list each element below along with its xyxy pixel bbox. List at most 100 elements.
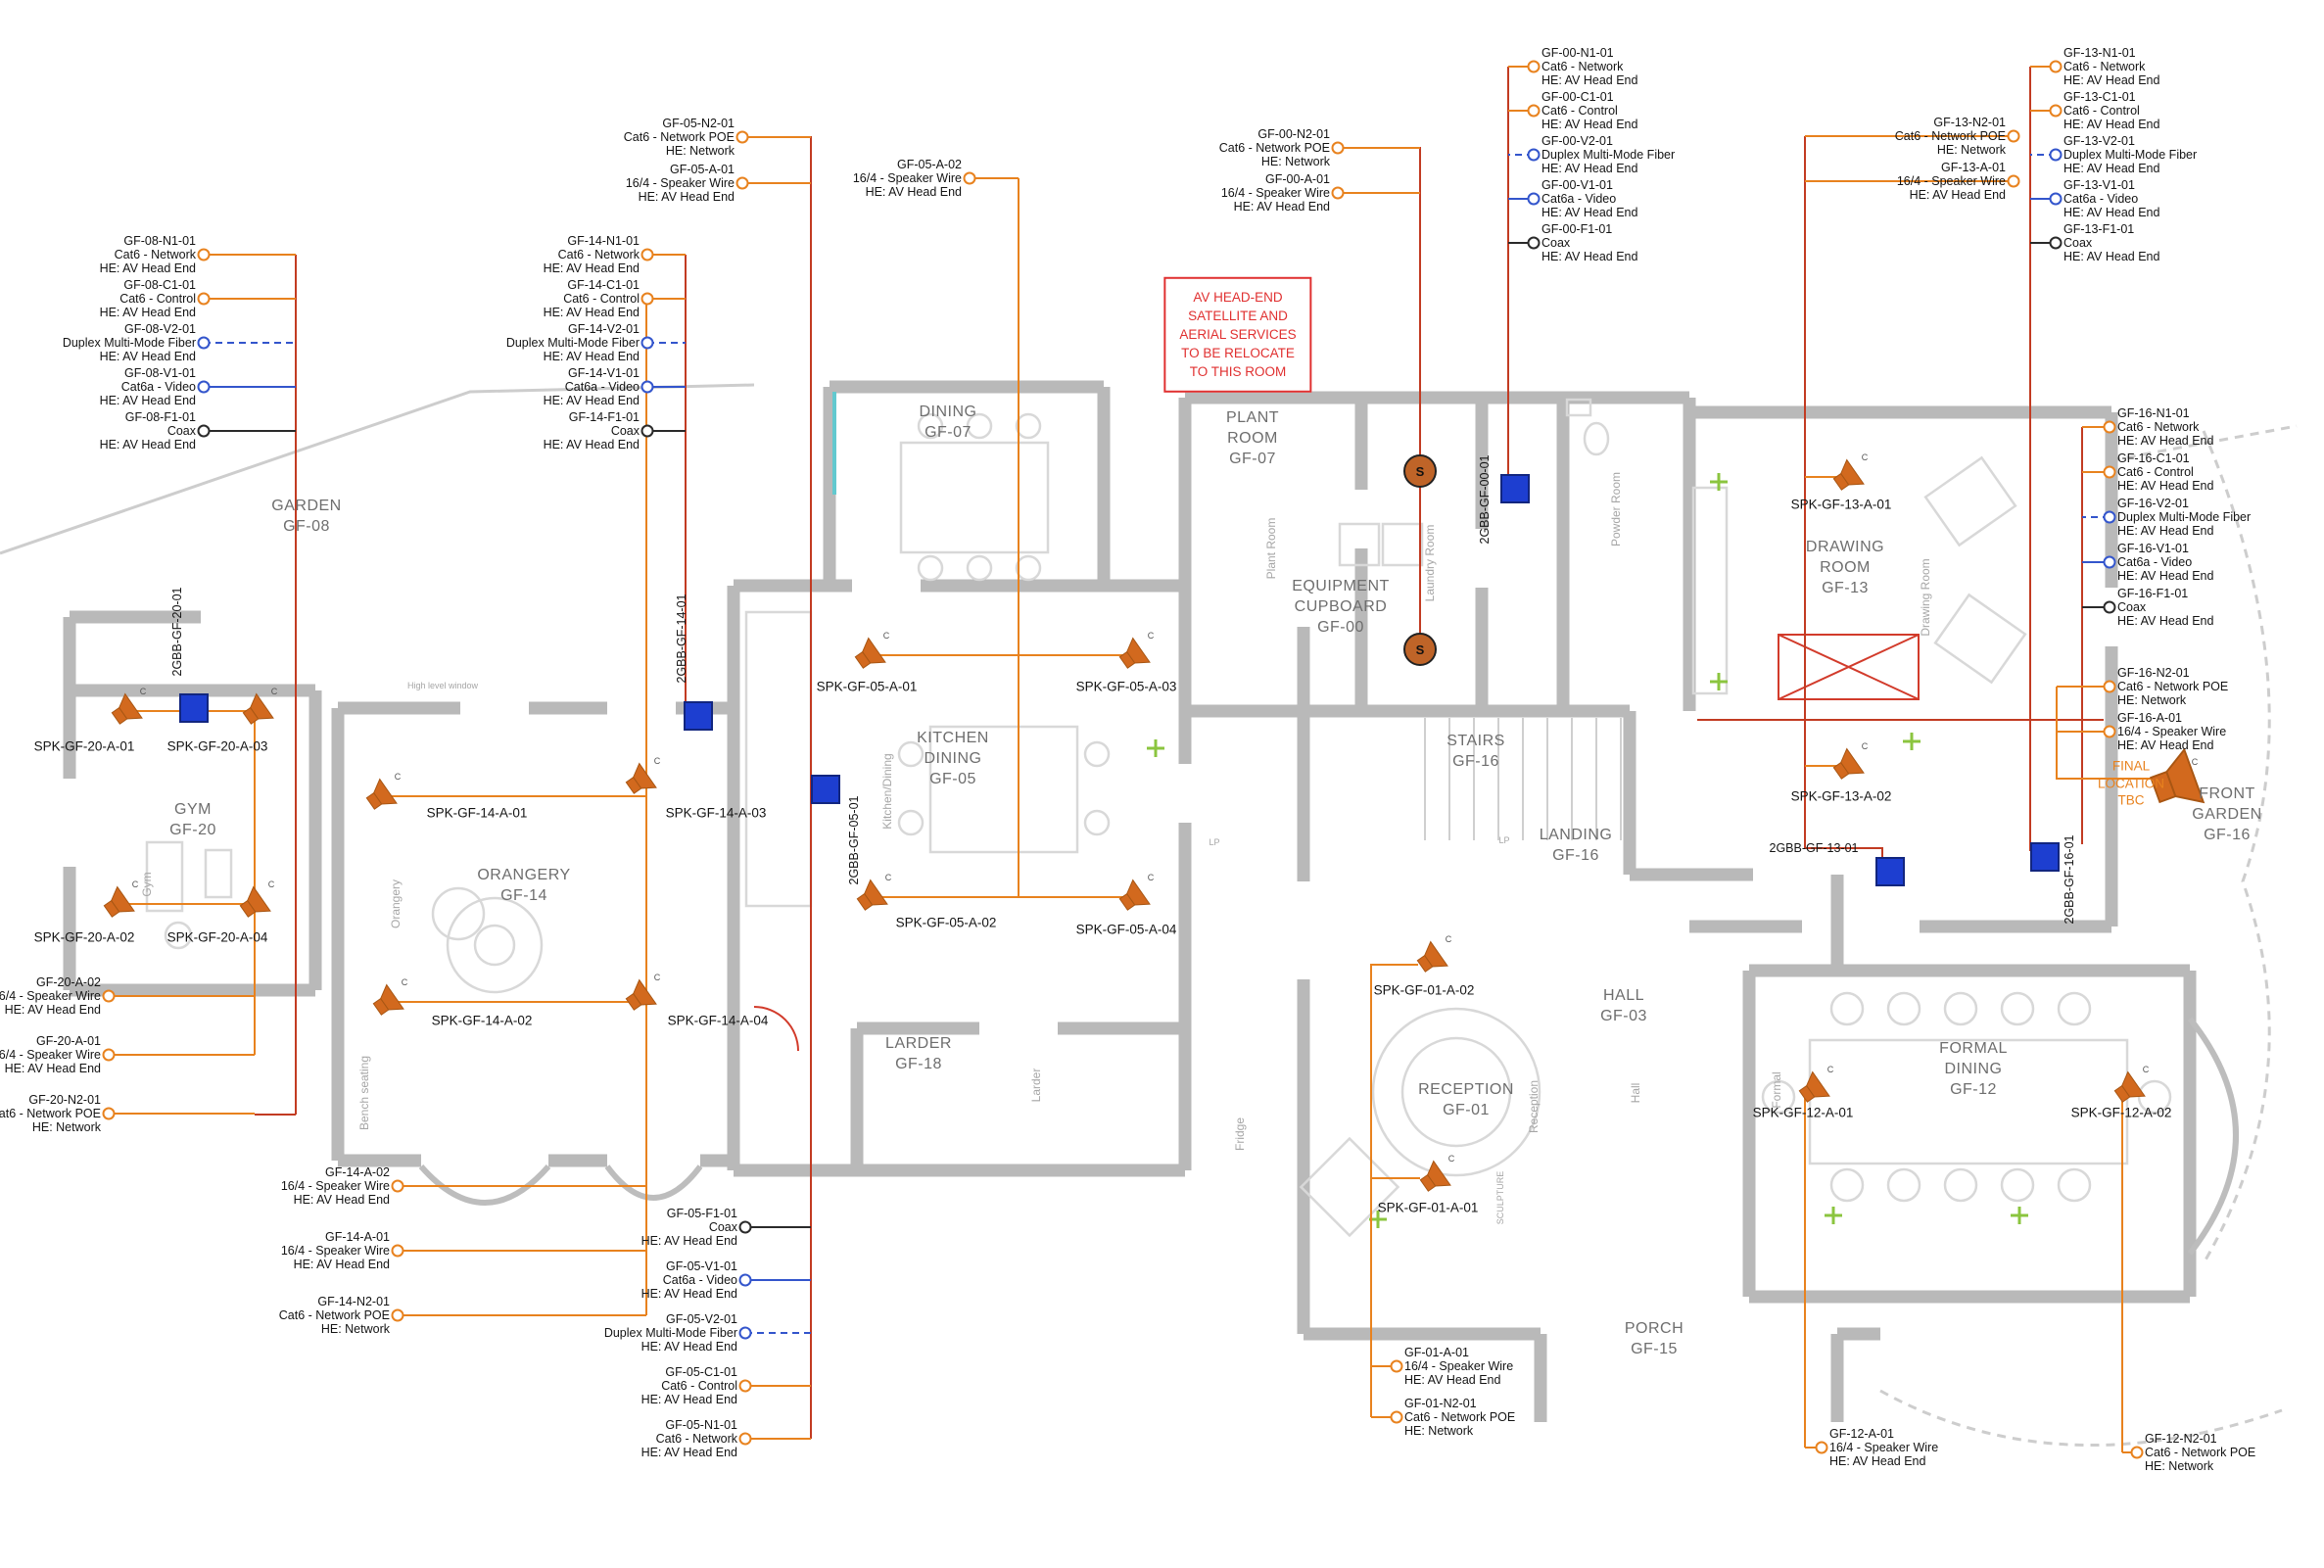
- room-label-line: GF-13: [1822, 579, 1869, 596]
- cable-type-text: 16/4 - Speaker Wire: [280, 1244, 390, 1258]
- network-box-label-2GBB-GF-05-01: 2GBB-GF-05-01: [847, 795, 861, 885]
- room-label-line: GF-20: [169, 822, 216, 838]
- final-location-line: TBC: [2117, 792, 2145, 808]
- rotated-label-3: Drawing Room: [1919, 558, 1932, 637]
- green-cross-markers: [1147, 473, 2028, 1228]
- network-box-label-2GBB-GF-13-01: 2GBB-GF-13-01: [1769, 841, 1859, 855]
- cable-type-text: 16/4 - Speaker Wire: [2117, 725, 2227, 738]
- connector-node-GF-00-N2-01: [1331, 141, 1345, 155]
- room-label-line: DINING: [1944, 1060, 2003, 1077]
- cable-id-text: GF-13-V2-01: [2063, 134, 2135, 148]
- speaker-label-SPK-GF-01-A-01: SPK-GF-01-A-01: [1377, 1200, 1479, 1215]
- cable-id-text: GF-08-N1-01: [123, 234, 196, 248]
- connector-node-GF-05-A-01: [735, 176, 749, 190]
- cable-id-text: GF-14-C1-01: [567, 278, 640, 292]
- cable-he-text: HE: AV Head End: [2117, 434, 2214, 448]
- room-label-line: CUPBOARD: [1294, 597, 1388, 615]
- cable-type-text: Duplex Multi-Mode Fiber: [2063, 148, 2198, 162]
- room-label-line: GARDEN: [271, 498, 342, 515]
- room-label-gf-18: LARDER GF-18: [885, 1034, 952, 1075]
- room-label-line: GF-18: [895, 1056, 942, 1072]
- cable-he-text: HE: AV Head End: [543, 350, 640, 363]
- speaker-icon: [625, 978, 657, 1011]
- cable-id-text: GF-13-F1-01: [2063, 222, 2135, 236]
- cable-id-text: GF-05-N2-01: [662, 117, 735, 130]
- room-label-line: GF-07: [1229, 450, 1276, 467]
- cable-id-text: GF-01-A-01: [1404, 1346, 1469, 1359]
- room-label-line: GYM: [174, 801, 212, 819]
- cable-he-text: HE: AV Head End: [2063, 118, 2160, 131]
- connector-node-GF-16-N2-01: [2103, 680, 2116, 693]
- room-label-line: ROOM: [1227, 429, 1278, 447]
- connector-node-GF-16-C1-01: [2103, 465, 2116, 479]
- cable-type-text: Cat6 - Network POE: [1218, 141, 1330, 155]
- room-label-line: GARDEN: [2192, 805, 2262, 823]
- speaker-label-SPK-GF-14-A-04: SPK-GF-14-A-04: [667, 1013, 769, 1028]
- speaker-channel-marker: C: [1861, 741, 1869, 751]
- walls: [63, 380, 2197, 1422]
- connector-node-GF-13-V1-01: [2049, 192, 2063, 206]
- connector-node-GF-05-N1-01: [738, 1432, 752, 1446]
- connector-node-GF-08-N1-01: [197, 248, 211, 261]
- relocation-note: AV HEAD-END SATELLITE AND AERIAL SERVICE…: [1163, 276, 1312, 394]
- cable-he-text: HE: AV Head End: [640, 1234, 737, 1248]
- speaker-channel-marker: C: [1447, 1154, 1455, 1164]
- speaker-icon: [239, 885, 271, 918]
- speaker-icon: [1798, 1070, 1830, 1103]
- cable-he-text: HE: AV Head End: [543, 438, 640, 451]
- cable-id-text: GF-05-N1-01: [665, 1418, 737, 1432]
- cable-he-text: HE: AV Head End: [1541, 162, 1638, 175]
- cable-id-text: GF-16-A-01: [2117, 711, 2182, 725]
- cable-he-text: HE: Network: [1260, 155, 1330, 168]
- cable-he-text: HE: Network: [1936, 143, 2006, 157]
- connector-node-GF-13-N1-01: [2049, 60, 2063, 73]
- rotated-label-10: Hall: [1629, 1082, 1642, 1104]
- speaker-label-SPK-GF-13-A-01: SPK-GF-13-A-01: [1790, 497, 1892, 512]
- network-box-2GBB-GF-13-01: [1875, 857, 1905, 886]
- rotated-label-2: Powder Room: [1609, 471, 1623, 547]
- final-location-note: FINAL LOCATION TBC: [2098, 758, 2164, 810]
- speaker-channel-marker: C: [2191, 757, 2199, 767]
- connector-node-GF-16-F1-01: [2103, 600, 2116, 614]
- connector-node-GF-16-V2-01: [2103, 510, 2116, 524]
- connector-node-GF-00-A-01: [1331, 186, 1345, 200]
- note-line: AERIAL SERVICES: [1179, 326, 1297, 342]
- cable-he-text: HE: AV Head End: [99, 394, 196, 407]
- cable-type-text: Cat6a - Video: [564, 380, 640, 394]
- cable-type-text: Cat6 - Control: [119, 292, 196, 306]
- cable-type-text: 16/4 - Speaker Wire: [625, 176, 735, 190]
- cable-type-text: Cat6 - Network POE: [2117, 680, 2229, 693]
- speaker-icon: [1118, 637, 1151, 669]
- cable-he-text: HE: AV Head End: [1541, 73, 1638, 87]
- room-label-line: GF-16: [2204, 826, 2251, 843]
- cable-id-text: GF-00-N1-01: [1541, 46, 1614, 60]
- room-label-line: HALL: [1602, 987, 1645, 1005]
- cable-he-text: HE: AV Head End: [543, 306, 640, 319]
- room-label-line: GF-14: [500, 887, 547, 904]
- room-label-line: LARDER: [885, 1035, 952, 1053]
- speaker-label-SPK-GF-05-A-02: SPK-GF-05-A-02: [895, 915, 997, 930]
- cable-he-text: HE: AV Head End: [99, 261, 196, 275]
- speaker-channel-marker: C: [1861, 452, 1869, 462]
- speaker-icon: [372, 983, 404, 1016]
- satellite-icon: S: [1403, 454, 1437, 488]
- cable-id-text: GF-00-F1-01: [1541, 222, 1613, 236]
- connector-node-GF-14-V2-01: [640, 336, 654, 350]
- cable-he-text: HE: AV Head End: [1909, 188, 2006, 202]
- speaker-icon: [103, 885, 135, 918]
- cable-id-text: GF-00-C1-01: [1541, 90, 1614, 104]
